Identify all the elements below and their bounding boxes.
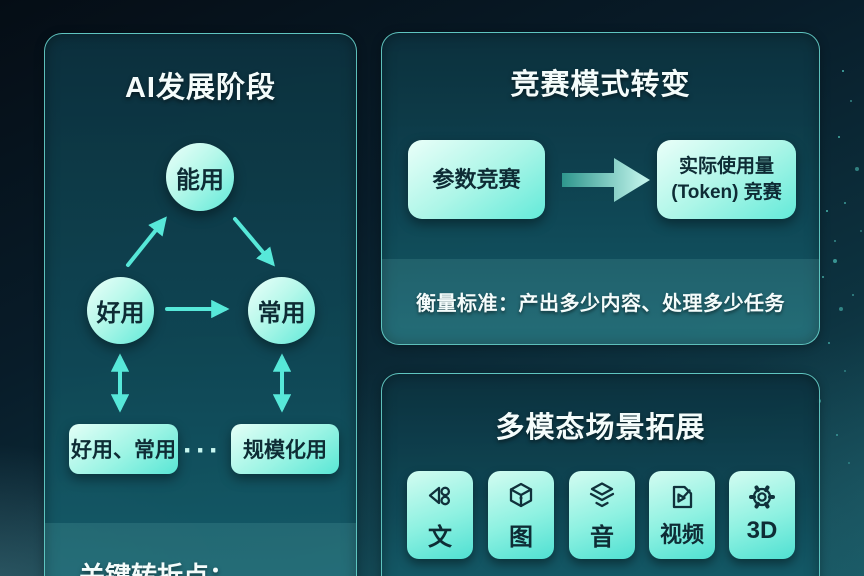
stage-box-scaled-label: 规模化用: [243, 439, 327, 462]
gear-icon: [749, 485, 775, 509]
competition-title: 竞赛模式转变: [510, 69, 691, 101]
cube-dot: [519, 496, 523, 500]
arrow-nengyong-to-changyong: [233, 217, 275, 267]
modality-label-audio: 音: [590, 524, 614, 551]
ai-stages-panel: AI发展阶段 能用 好用 常用 好用、常用 ···: [44, 33, 357, 576]
multimodal-title: 多模态场景拓展: [495, 412, 706, 444]
video-doc-icon: [672, 485, 693, 509]
modality-label-3d: 3D: [746, 517, 778, 544]
cube-icon: [509, 482, 533, 508]
token-race-line2: (Token) 竞赛: [671, 181, 782, 203]
modality-label-text: 文: [428, 524, 452, 551]
stage-node-common-label: 常用: [257, 300, 306, 327]
modality-tile-3d: 3D: [729, 471, 795, 559]
background-particles: [842, 70, 844, 72]
stage-flow-arrows: [110, 216, 292, 413]
stage-node-common: 常用: [248, 277, 315, 344]
transition-arrow: [562, 158, 650, 202]
background-particles: [826, 210, 828, 212]
stage-node-good-label: 好用: [96, 300, 145, 327]
competition-panel: 竞赛模式转变 参数竞赛 实际使用量 (Token) 竞赛 衡量标准：产出多少内容…: [381, 32, 820, 345]
arrow-haoyong-to-nengyong: [126, 216, 167, 267]
modality-tile-image: 图: [488, 471, 554, 559]
layers-icon: [589, 482, 615, 508]
stage-node-usable: 能用: [166, 143, 234, 211]
stage-box-good-common-label: 好用、常用: [71, 439, 176, 462]
modality-tile-text: 文: [407, 471, 473, 559]
param-race-label: 参数竞赛: [432, 166, 521, 192]
modality-tile-video: 视频: [649, 471, 715, 559]
measure-standard-caption: 衡量标准：产出多少内容、处理多少任务: [416, 293, 785, 315]
competition-caption-band: 衡量标准：产出多少内容、处理多少任务: [382, 259, 819, 344]
token-race-box: 实际使用量 (Token) 竞赛: [657, 140, 796, 219]
stage-node-usable-label: 能用: [176, 166, 224, 194]
multimodal-panel: 多模态场景拓展 文 图: [381, 373, 820, 576]
megaphone-icon: [428, 486, 451, 506]
key-turning-point-label: 关键转折点：: [79, 561, 236, 576]
left-panel-footer-band: [45, 523, 356, 576]
stage-node-good: 好用: [87, 277, 154, 344]
stage-box-scaled: 规模化用: [231, 424, 339, 474]
ellipsis-dots: ···: [183, 434, 222, 467]
token-race-line1: 实际使用量: [678, 155, 774, 177]
thick-right-arrow: [562, 158, 650, 202]
stage-box-good-common: 好用、常用: [69, 424, 178, 474]
modality-tile-audio: 音: [569, 471, 635, 559]
modality-label-video: 视频: [659, 522, 704, 547]
param-race-box: 参数竞赛: [408, 140, 545, 219]
ai-stages-title: AI发展阶段: [124, 72, 276, 104]
modality-label-image: 图: [509, 524, 533, 551]
